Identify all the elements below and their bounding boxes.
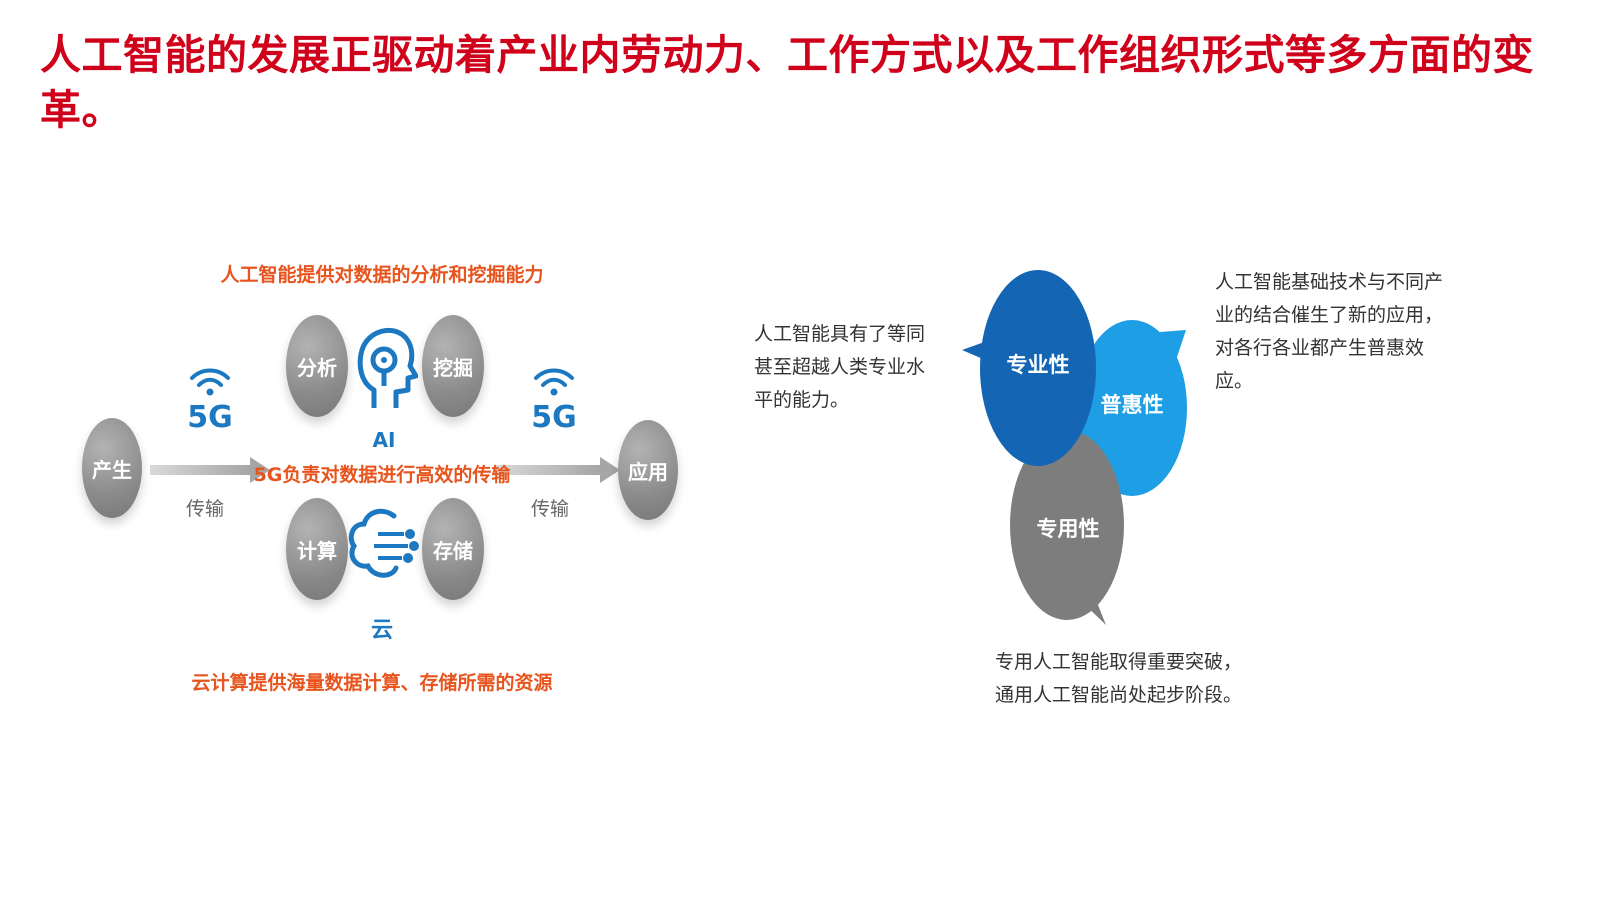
page-title: 人工智能的发展正驱动着产业内劳动力、工作方式以及工作组织形式等多方面的变革。 xyxy=(40,31,1534,134)
mine-node: 挖掘 xyxy=(422,315,484,417)
bubble-professional xyxy=(962,270,1096,466)
arrow-right-icon xyxy=(150,457,270,483)
bubble-professional-label: 专业性 xyxy=(1006,353,1070,377)
cloud-circuit-icon xyxy=(348,506,424,588)
ai-label: AI xyxy=(372,428,396,452)
produce-label: 产生 xyxy=(92,457,132,482)
ai-caption: 人工智能提供对数据的分析和挖掘能力 xyxy=(220,264,544,286)
inclusive-description: 人工智能基础技术与不同产业的结合催生了新的应用，对各行各业都产生普惠效应。 xyxy=(1215,271,1444,392)
professional-description: 人工智能具有了等同甚至超越人类专业水平的能力。 xyxy=(754,323,926,411)
store-label: 存储 xyxy=(433,538,473,563)
5g-caption: 5G负责对数据进行高效的传输 xyxy=(253,464,511,486)
arrow-right-icon xyxy=(495,457,620,483)
cloud-label: 云 xyxy=(370,618,394,643)
compute-node: 计算 xyxy=(286,498,348,600)
bubble-inclusive-label: 普惠性 xyxy=(1100,393,1164,417)
apply-label: 应用 xyxy=(628,459,668,484)
ai-characteristics-diagram: 专业性 普惠性 专用性 人工智能具有了等同甚至超越人类专业水平的能力。 人工智能… xyxy=(740,250,1480,730)
ai-5g-cloud-diagram: 人工智能提供对数据的分析和挖掘能力 5G负责对数据进行高效的传输 云计算提供海量… xyxy=(60,240,710,720)
bubble-inclusive xyxy=(1077,320,1187,496)
analyze-label: 分析 xyxy=(297,355,337,380)
5g-left-label: 5G xyxy=(187,400,233,435)
wifi-signal-icon xyxy=(532,366,576,400)
cloud-caption: 云计算提供海量数据计算、存储所需的资源 xyxy=(191,672,553,694)
produce-node: 产生 xyxy=(82,418,142,518)
store-node: 存储 xyxy=(422,498,484,600)
ai-head-icon xyxy=(354,320,419,416)
flow-arrows xyxy=(150,457,620,483)
apply-node: 应用 xyxy=(618,420,678,520)
transfer-left-label: 传输 xyxy=(185,498,225,520)
dedicated-description: 专用人工智能取得重要突破，通用人工智能尚处起步阶段。 xyxy=(995,651,1243,706)
5g-right-label: 5G xyxy=(531,400,577,435)
compute-label: 计算 xyxy=(297,538,337,563)
transfer-right-label: 传输 xyxy=(530,498,570,520)
wifi-signal-icon xyxy=(188,366,232,400)
mine-label: 挖掘 xyxy=(433,355,473,380)
bubble-dedicated xyxy=(1010,430,1124,625)
bubble-dedicated-label: 专用性 xyxy=(1036,517,1100,541)
speech-bubbles xyxy=(962,270,1187,625)
analyze-node: 分析 xyxy=(286,315,348,417)
